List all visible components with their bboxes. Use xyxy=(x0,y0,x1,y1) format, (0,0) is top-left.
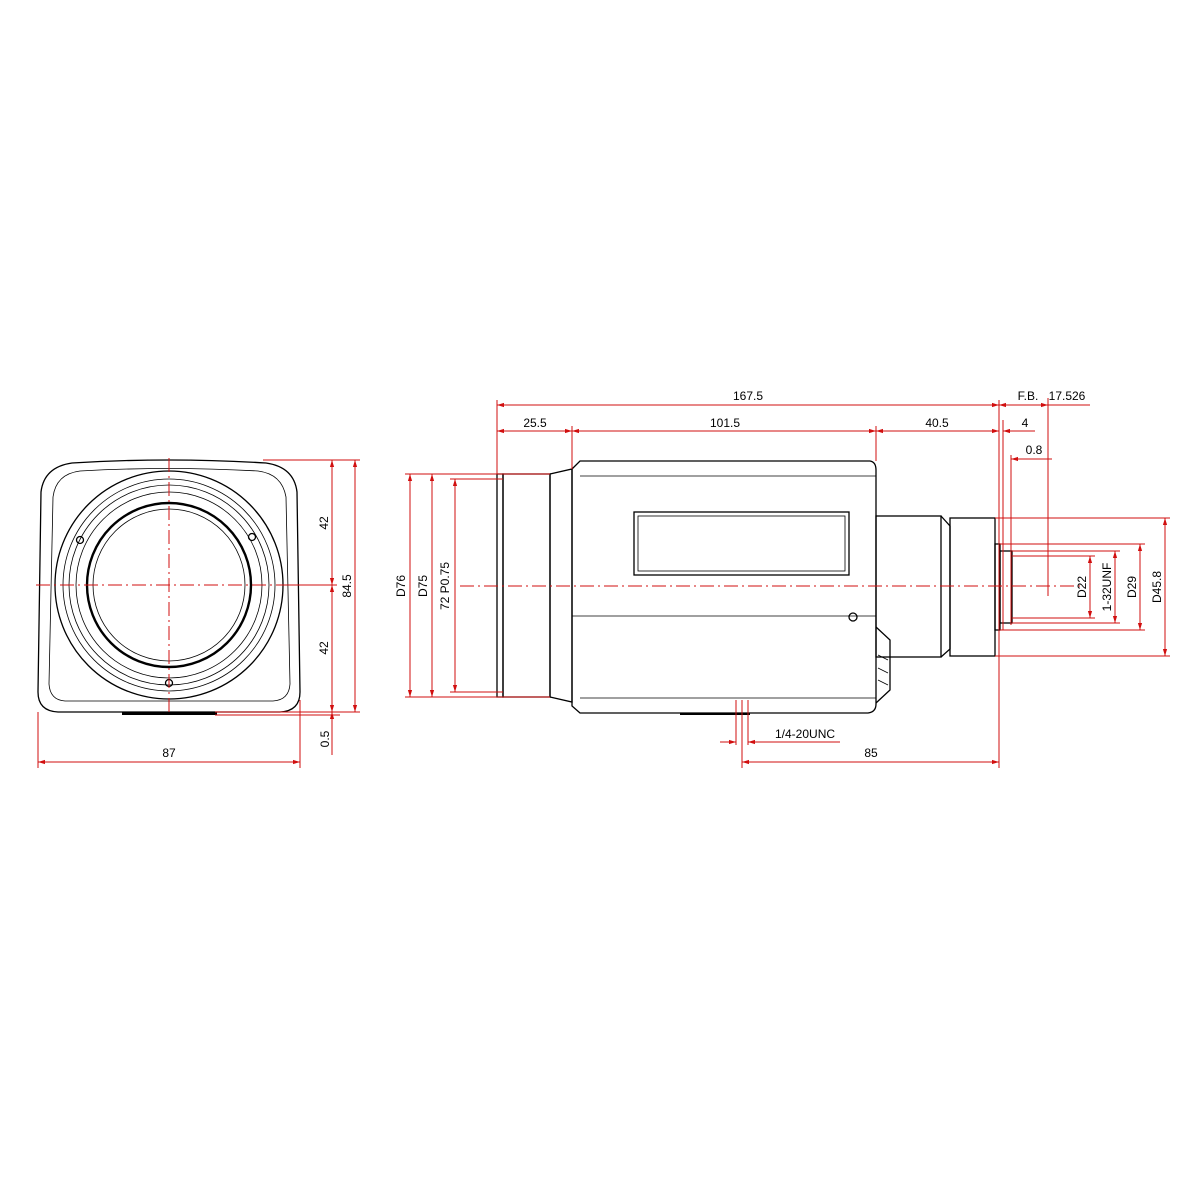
screw-icon xyxy=(247,532,257,542)
dim-rear-section: 40.5 xyxy=(925,416,949,430)
side-window-inner xyxy=(637,515,846,572)
side-screw-icon xyxy=(848,612,858,622)
dim-mount-offset: 0.8 xyxy=(1026,443,1043,457)
dim-front-width: 87 xyxy=(162,746,176,760)
body-housing xyxy=(571,460,877,714)
dim-mount-thread: 1-32UNF xyxy=(1100,563,1114,612)
front-view-dimensions: 42 42 84.5 0.5 87 xyxy=(36,458,360,768)
dim-diameter-outer: D76 xyxy=(394,575,408,597)
front-base-plate xyxy=(122,712,217,715)
dim-rear-diameter: D45.8 xyxy=(1150,571,1164,603)
side-window-outer xyxy=(633,511,850,576)
mount-inner xyxy=(999,550,1013,624)
dim-diameter-front: D75 xyxy=(416,575,430,597)
dim-filter-thread: 72 P0.75 xyxy=(438,562,452,610)
dim-mount-diameter: D29 xyxy=(1125,576,1139,598)
dim-front-bottom-offset: 0.5 xyxy=(318,730,332,747)
label-flange-back: F.B. xyxy=(1018,389,1039,403)
dim-mount-inner-diameter: D22 xyxy=(1075,576,1089,598)
dim-tripod-to-flange: 85 xyxy=(864,746,878,760)
dim-overall-length: 167.5 xyxy=(733,389,763,403)
dim-front-lower: 42 xyxy=(317,641,331,655)
rear-mount-ring xyxy=(949,517,996,657)
screw-icon xyxy=(75,535,85,545)
side-view-dimensions: 167.5 25.5 101.5 40.5 F.B. 17.526 4 0.8 … xyxy=(394,389,1170,768)
dim-front-section: 25.5 xyxy=(523,416,547,430)
dim-front-height: 84.5 xyxy=(340,574,354,598)
dim-tripod-thread: 1/4-20UNC xyxy=(775,727,835,741)
rear-latch-detail xyxy=(877,654,889,686)
dim-body-length: 101.5 xyxy=(710,416,740,430)
rear-latch xyxy=(875,626,891,704)
dim-front-upper: 42 xyxy=(317,516,331,530)
bottom-tripod-plate xyxy=(680,713,750,715)
front-housing-outer xyxy=(37,459,301,713)
dim-flange-back: 17.526 xyxy=(1049,389,1086,403)
side-view xyxy=(496,460,1013,715)
dim-rear-thickness: 4 xyxy=(1022,416,1029,430)
front-housing-inner xyxy=(48,468,291,702)
